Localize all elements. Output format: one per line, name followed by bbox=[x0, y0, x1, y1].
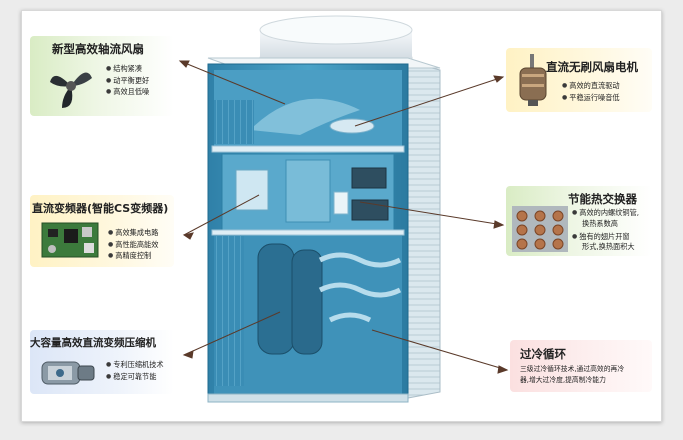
bullet: 高效集成电路 bbox=[108, 228, 158, 240]
leader-exchanger bbox=[359, 201, 504, 226]
callout-dc-motor: 直流无刷风扇电机 高效的直流驱动 平稳运行噪音低 bbox=[506, 48, 652, 112]
bullet: 独有的翅片开窗 bbox=[572, 232, 639, 243]
coil-bottom bbox=[214, 236, 244, 386]
motor-bullets: 高效的直流驱动 平稳运行噪音低 bbox=[562, 81, 619, 105]
subcool-line: 器,增大过冷度,提高制冷能力 bbox=[520, 375, 606, 384]
inverter-bullets: 高效集成电路 高性能高能效 高精度控制 bbox=[108, 228, 158, 263]
control-shelf bbox=[211, 145, 405, 153]
compressor-right bbox=[291, 249, 323, 355]
copper-tube-icon bbox=[512, 206, 568, 252]
motor-title: 直流无刷风扇电机 bbox=[546, 60, 638, 74]
coil-top bbox=[214, 100, 254, 144]
dc-motor-icon bbox=[519, 54, 547, 106]
leader-compressor bbox=[183, 311, 281, 356]
callout-dc-inverter: 直流变频器(智能CS变频器) 高效集成电路 高性能高能效 高精度控制 bbox=[30, 195, 174, 267]
bullet: 高效的内螺纹铜管, bbox=[572, 208, 639, 219]
fan-bullets: 结构紧凑 动平衡更好 高效且低噪 bbox=[106, 64, 149, 99]
callout-subcooling: 过冷循环 三级过冷循环技术,通过高效的再冷 器,增大过冷度,提高制冷能力 bbox=[510, 340, 652, 392]
bullet: 高精度控制 bbox=[108, 251, 158, 263]
bullet: 高性能高能效 bbox=[108, 240, 158, 252]
compressor-title: 大容量高效直流变频压缩机 bbox=[30, 337, 156, 349]
fan-title: 新型高效轴流风扇 bbox=[52, 42, 144, 56]
arrowhead-compressor bbox=[182, 350, 194, 359]
bullet: 稳定可靠节能 bbox=[106, 372, 164, 384]
bullet: 高效且低噪 bbox=[106, 87, 149, 99]
subcool-text: 三级过冷循环技术,通过高效的再冷 器,增大过冷度,提高制冷能力 bbox=[520, 364, 624, 385]
leader-inverter bbox=[183, 194, 260, 236]
arrowhead-inverter bbox=[182, 232, 194, 240]
bullet: 结构紧凑 bbox=[106, 64, 149, 76]
callout-compressor: 大容量高效直流变频压缩机 专利压缩机技术 稳定可靠节能 bbox=[30, 330, 174, 394]
base-plate bbox=[207, 393, 409, 403]
bullet: 平稳运行噪音低 bbox=[562, 93, 619, 105]
compressor-bullets: 专利压缩机技术 稳定可靠节能 bbox=[106, 360, 164, 384]
axial-fan-icon bbox=[50, 72, 92, 108]
subcool-line: 三级过冷循环技术,通过高效的再冷 bbox=[520, 365, 625, 373]
arrowhead-subcool bbox=[497, 365, 509, 374]
inverter-board-icon bbox=[41, 222, 99, 258]
lower-shelf bbox=[211, 229, 405, 236]
control-board bbox=[285, 159, 331, 223]
terminal-strip bbox=[333, 191, 349, 215]
bullet: 高效的直流驱动 bbox=[562, 81, 619, 93]
callout-heat-exchanger: 节能热交换器 高效的内螺纹铜管, 换热系数高 独有的翅片开窗 形式,换热面积大 bbox=[506, 186, 652, 256]
fan-hub bbox=[329, 118, 375, 134]
bullet: 专利压缩机技术 bbox=[106, 360, 163, 372]
arrowhead-exchanger bbox=[493, 220, 505, 229]
inverter-title: 直流变频器(智能CS变频器) bbox=[32, 202, 169, 215]
bullet-continuation: 形式,换热面积大 bbox=[582, 242, 635, 252]
exchanger-title: 节能热交换器 bbox=[568, 192, 637, 206]
subcool-title: 过冷循环 bbox=[520, 347, 566, 361]
compressor-icon bbox=[41, 361, 95, 385]
fan-blade-drawing bbox=[250, 98, 360, 135]
bullet-continuation: 换热系数高 bbox=[582, 218, 618, 228]
refrigerant-piping bbox=[318, 252, 402, 323]
arrowhead-fan bbox=[178, 60, 190, 68]
inverter-module bbox=[235, 169, 269, 211]
exchanger-bullets: 高效的内螺纹铜管, 换热系数高 独有的翅片开窗 形式,换热面积大 bbox=[572, 208, 639, 252]
callout-axial-fan: 新型高效轴流风扇 结构紧凑 动平衡更好 高效且低噪 bbox=[30, 36, 174, 116]
relay-top bbox=[351, 167, 387, 189]
leader-subcool bbox=[371, 329, 508, 371]
leader-fan bbox=[179, 60, 286, 105]
leader-motor bbox=[354, 76, 504, 127]
arrowhead-motor bbox=[493, 75, 505, 83]
bullet: 动平衡更好 bbox=[106, 76, 149, 88]
